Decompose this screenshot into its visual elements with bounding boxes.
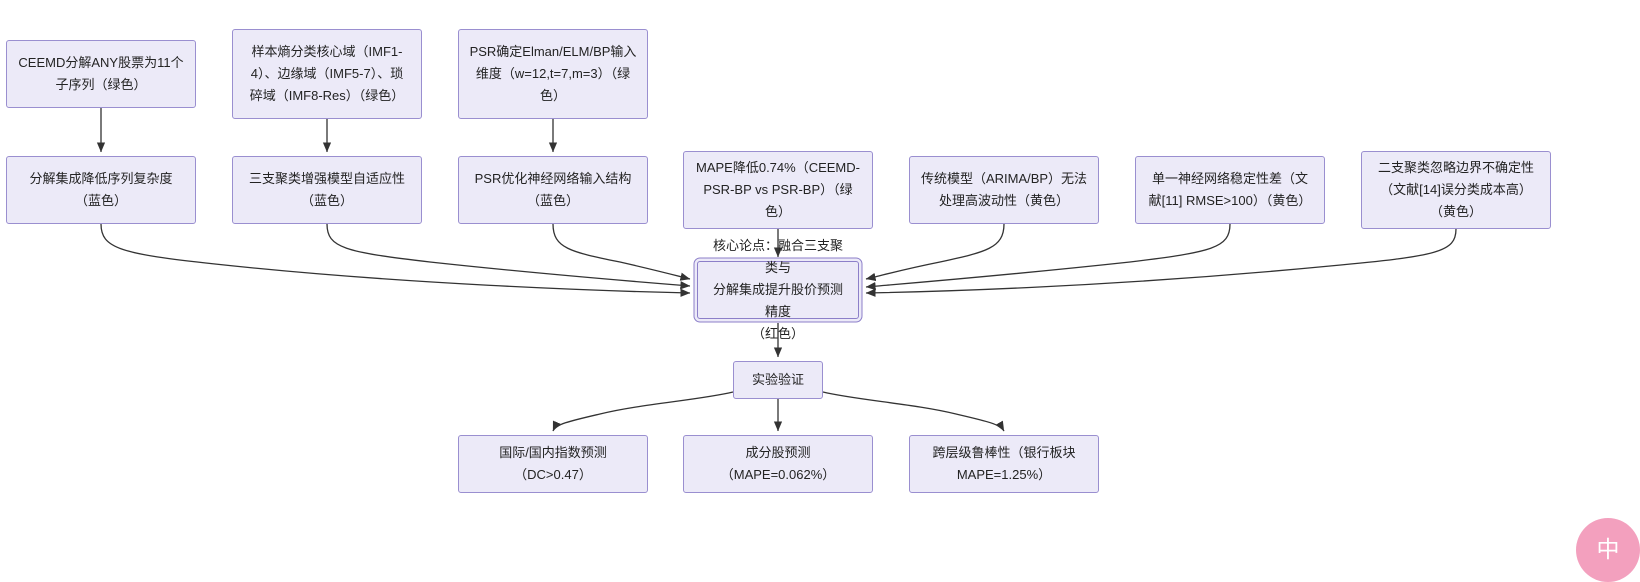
edge-n9-n11 (865, 223, 1231, 291)
node-label: 三支聚类增强模型自适应性 （蓝色） (248, 171, 405, 208)
node-decomposition-reduces-complexity[interactable]: 分解集成降低序列复杂度 （蓝色） (6, 156, 196, 224)
edge-n4-n11 (100, 223, 691, 297)
node-label: CEEMD分解ANY股票为11个 子序列（绿色） (18, 55, 184, 92)
node-psr-input-dimension[interactable]: PSR确定Elman/ELM/BP输入 维度（w=12,t=7,m=3）（绿 色… (458, 29, 648, 119)
node-three-way-clustering-adaptivity[interactable]: 三支聚类增强模型自适应性 （蓝色） (232, 156, 422, 224)
watermark-text: 中 (1596, 536, 1620, 563)
node-label: 分解集成降低序列复杂度 （蓝色） (29, 171, 173, 208)
node-single-network-instability[interactable]: 单一神经网络稳定性差（文 献[11] RMSE>100）（黄色） (1135, 156, 1325, 224)
node-label: PSR确定Elman/ELM/BP输入 维度（w=12,t=7,m=3）（绿 色… (469, 44, 637, 103)
node-constituent-stock-forecast-result[interactable]: 成分股预测 （MAPE=0.062%） (683, 435, 873, 493)
node-psr-optimizes-network-input[interactable]: PSR优化神经网络输入结构 （蓝色） (458, 156, 648, 224)
node-label: 跨层级鲁棒性（银行板块 MAPE=1.25%） (932, 445, 1076, 482)
node-label: 核心论点：融合三支聚类与 分解集成提升股价预测精度 （红色） (712, 238, 843, 341)
node-label: 传统模型（ARIMA/BP）无法 处理高波动性（黄色） (920, 171, 1088, 208)
node-traditional-model-limitation[interactable]: 传统模型（ARIMA/BP）无法 处理高波动性（黄色） (909, 156, 1099, 224)
node-experimental-verification[interactable]: 实验验证 (733, 361, 823, 399)
node-mape-improvement[interactable]: MAPE降低0.74%（CEEMD- PSR-BP vs PSR-BP）（绿 色… (683, 151, 873, 229)
edge-n12-n15 (822, 391, 1005, 432)
edge-n6-n11 (552, 223, 691, 281)
node-label: 样本熵分类核心域（IMF1- 4）、边缘域（IMF5-7）、琐 碎域（IMF8-… (249, 44, 405, 103)
node-label: MAPE降低0.74%（CEEMD- PSR-BP vs PSR-BP）（绿 色… (696, 160, 860, 219)
edge-n5-n11 (326, 223, 691, 290)
node-sample-entropy-classification[interactable]: 样本熵分类核心域（IMF1- 4）、边缘域（IMF5-7）、琐 碎域（IMF8-… (232, 29, 422, 119)
node-label: 二支聚类忽略边界不确定性 （文献[14]误分类成本高） （黄色） (1377, 160, 1534, 219)
node-label: 成分股预测 （MAPE=0.062%） (720, 445, 836, 482)
node-index-forecast-result[interactable]: 国际/国内指数预测 （DC>0.47） (458, 435, 648, 493)
node-label: PSR优化神经网络输入结构 （蓝色） (474, 171, 632, 208)
edge-n12-n13 (552, 391, 734, 432)
node-core-claim[interactable]: 核心论点：融合三支聚类与 分解集成提升股价预测精度 （红色） (697, 238, 859, 341)
edge-n8-n11 (865, 223, 1005, 282)
edge-n10-n11 (865, 228, 1457, 297)
node-label: 实验验证 (751, 372, 804, 387)
watermark-badge: 中 (1576, 518, 1640, 582)
node-two-way-clustering-boundary-issue[interactable]: 二支聚类忽略边界不确定性 （文献[14]误分类成本高） （黄色） (1361, 151, 1551, 229)
node-label: 国际/国内指数预测 （DC>0.47） (499, 445, 607, 482)
node-label: 单一神经网络稳定性差（文 献[11] RMSE>100）（黄色） (1148, 171, 1312, 208)
node-ceemd-decomposition[interactable]: CEEMD分解ANY股票为11个 子序列（绿色） (6, 40, 196, 108)
node-cross-level-robustness-result[interactable]: 跨层级鲁棒性（银行板块 MAPE=1.25%） (909, 435, 1099, 493)
